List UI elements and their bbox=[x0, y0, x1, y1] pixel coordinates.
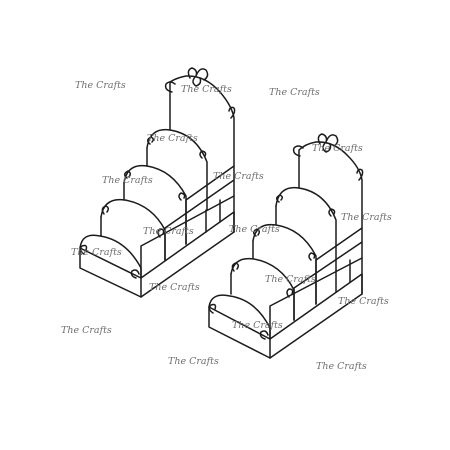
right-wire-stand bbox=[208, 133, 364, 359]
left-base-outline bbox=[79, 211, 235, 298]
left-base-top-edge bbox=[79, 211, 235, 279]
right-arch-4 bbox=[275, 186, 337, 271]
right-step-wires bbox=[230, 205, 363, 340]
right-arch-3 bbox=[252, 223, 317, 305]
right-scrolls bbox=[208, 133, 364, 340]
left-back-frame bbox=[169, 75, 235, 233]
left-scrolls bbox=[79, 67, 236, 279]
left-arch-3 bbox=[123, 164, 187, 245]
right-arch-2 bbox=[230, 257, 295, 321]
left-arch-1 bbox=[79, 234, 142, 279]
right-back-frame bbox=[298, 141, 363, 295]
left-wire-stand bbox=[79, 67, 236, 298]
left-arch-4 bbox=[146, 128, 208, 211]
right-base-top-edge bbox=[208, 273, 363, 340]
right-arch-1 bbox=[208, 294, 271, 340]
right-base-outline bbox=[208, 273, 363, 359]
left-arch-2 bbox=[100, 198, 166, 261]
